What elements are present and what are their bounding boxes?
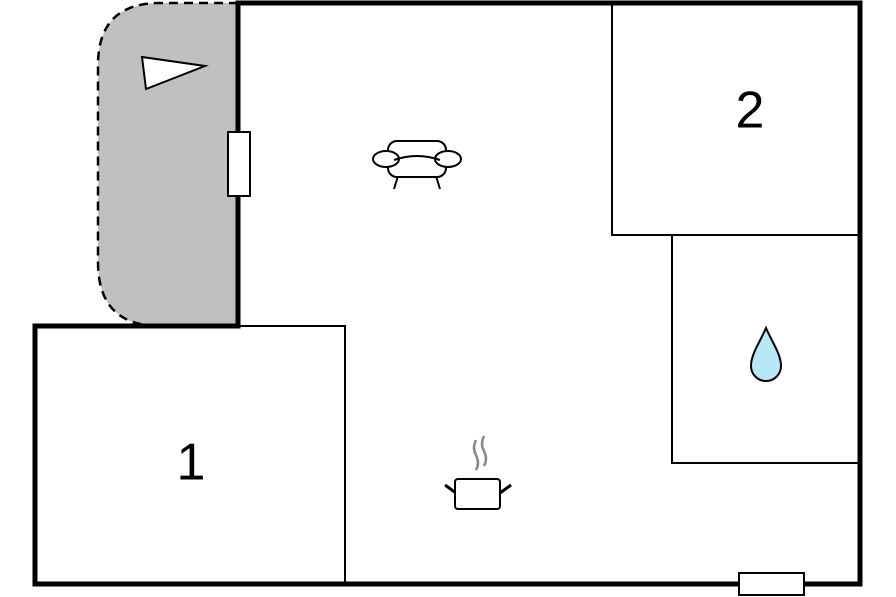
room-1-label: 1 bbox=[177, 434, 206, 492]
room-2-label: 2 bbox=[736, 82, 765, 140]
sofa-icon bbox=[372, 140, 462, 190]
cooking-pot-icon bbox=[444, 435, 512, 510]
room-1 bbox=[34, 325, 346, 585]
balcony-area bbox=[96, 1, 240, 328]
water-drop-icon bbox=[749, 325, 783, 382]
bottom-window bbox=[738, 572, 805, 596]
balcony-door bbox=[227, 131, 251, 197]
compass-direction-icon bbox=[140, 55, 209, 91]
bathroom bbox=[671, 234, 861, 464]
